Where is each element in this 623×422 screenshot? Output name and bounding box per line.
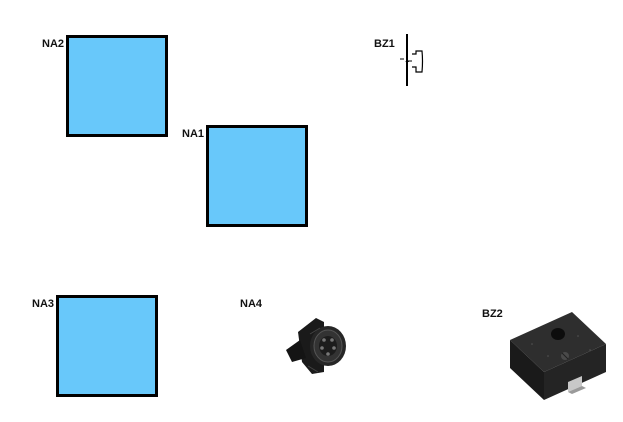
component-label-na2: NA2 bbox=[42, 38, 65, 50]
component-label-bz1: BZ1 bbox=[374, 38, 395, 50]
buzzer-schematic-icon[interactable]: + bbox=[396, 32, 430, 90]
na3-footprint[interactable] bbox=[56, 295, 158, 397]
na2-footprint[interactable] bbox=[66, 35, 168, 137]
component-label-na4: NA4 bbox=[240, 298, 263, 310]
component-label-na3: NA3 bbox=[32, 298, 55, 310]
na1-footprint[interactable] bbox=[206, 125, 308, 227]
svg-text:+: + bbox=[405, 59, 409, 66]
component-label-bz2: BZ2 bbox=[482, 308, 503, 320]
component-label-na1: NA1 bbox=[182, 128, 205, 140]
smd-buzzer-icon[interactable] bbox=[508, 310, 608, 404]
audio-jack-connector-icon[interactable] bbox=[284, 314, 350, 378]
